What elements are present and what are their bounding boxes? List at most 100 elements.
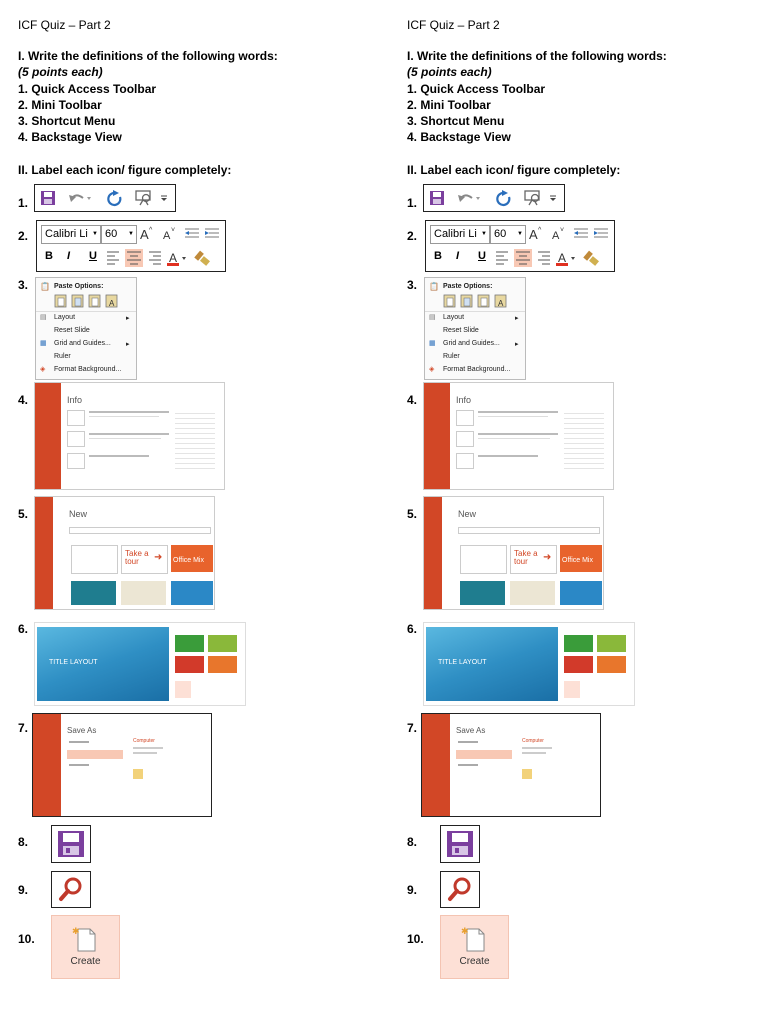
create-mini-icon xyxy=(564,681,580,698)
figure-number: 2. xyxy=(407,229,418,243)
svg-text:A: A xyxy=(109,299,115,308)
align-right-icon xyxy=(149,251,161,265)
figure-number: 2. xyxy=(18,229,29,243)
save-icon-figure xyxy=(440,825,480,863)
svg-text:A: A xyxy=(140,227,149,242)
format-painter-icon xyxy=(194,250,210,266)
backstage-sidebar xyxy=(422,714,450,816)
align-right-icon xyxy=(538,251,550,265)
figure-number: 8. xyxy=(18,835,29,849)
paste-options-label: Paste Options: xyxy=(54,283,104,290)
arrow-circle-icon: ➜ xyxy=(154,552,163,563)
backstage-info-figure: Info xyxy=(34,382,225,490)
shortcut-menu-figure: 📋 Paste Options: A ▤ Layout ▸ Reset Slid… xyxy=(35,277,137,380)
backstage-heading: Save As xyxy=(67,726,97,735)
magnifier-icon xyxy=(448,877,471,901)
font-size-box: 60 ▼ xyxy=(490,225,526,244)
format-painter-icon xyxy=(583,250,599,266)
backstage-heading: New xyxy=(69,509,88,519)
backstage-sidebar xyxy=(424,497,442,609)
chevron-down-icon: ▼ xyxy=(517,231,523,237)
ion-template-tile xyxy=(460,581,505,605)
bold-button: B xyxy=(45,250,53,262)
computer-label: Computer xyxy=(133,738,155,744)
section1-heading: I. Write the definitions of the followin… xyxy=(18,49,278,63)
chevron-right-icon: ▸ xyxy=(515,315,519,322)
zoom-icon-figure xyxy=(440,871,480,908)
mini-toolbar-figure: Calibri Li ▼ 60 ▼ A^ A˅ B I U A xyxy=(425,220,615,272)
svg-text:A: A xyxy=(498,299,504,308)
svg-text:^: ^ xyxy=(149,227,153,234)
inspect-icon xyxy=(67,431,85,447)
paste-option-icon xyxy=(88,294,101,308)
align-left-icon xyxy=(107,251,119,265)
save-icon-figure xyxy=(51,825,91,863)
figure-number: 7. xyxy=(18,721,29,735)
svg-text:A: A xyxy=(558,251,566,265)
font-size-value: 60 xyxy=(494,228,507,240)
figure-number: 9. xyxy=(18,883,29,897)
backstage-sidebar xyxy=(33,714,61,816)
figure-number: 10. xyxy=(18,932,35,946)
font-color-icon: A xyxy=(167,251,186,266)
font-name-value: Calibri Li xyxy=(45,228,88,240)
svg-text:✱: ✱ xyxy=(461,926,469,936)
backstage-heading: Info xyxy=(456,395,472,405)
paste-option-icon: A xyxy=(494,294,507,308)
shrink-font-icon: A˅ xyxy=(552,227,564,242)
section2-heading: II. Label each icon/ figure completely: xyxy=(407,163,621,177)
paste-icon: 📋 xyxy=(429,282,439,291)
backstage-sidebar xyxy=(424,383,450,489)
figure-number: 8. xyxy=(407,835,418,849)
shrink-font-icon: A˅ xyxy=(163,227,175,242)
redo-icon xyxy=(496,190,511,207)
theme-variant-tile xyxy=(564,635,593,652)
new-file-icon: ✱ xyxy=(72,926,96,952)
menu-item-layout: Layout xyxy=(54,314,76,321)
slide-title-text: TITLE LAYOUT xyxy=(49,659,98,666)
theme-variant-tile xyxy=(597,656,626,673)
paste-option-icon xyxy=(443,294,456,308)
quiz-column-right: ICF Quiz – Part 2 I. Write the definitio… xyxy=(389,0,768,1024)
take-tour-label: Take a tour xyxy=(125,549,149,566)
backstage-sidebar xyxy=(35,497,53,609)
figure-number: 1. xyxy=(18,196,29,210)
slide-title-text: TITLE LAYOUT xyxy=(438,659,487,666)
bold-button: B xyxy=(434,250,442,262)
theme-variant-tile xyxy=(597,635,626,652)
align-left-icon xyxy=(496,251,508,265)
take-tour-tile: Take a tour ➜ xyxy=(510,545,557,574)
figure-number: 5. xyxy=(18,507,29,521)
menu-item-grid-guides: Grid and Guides... xyxy=(54,340,111,347)
organic-template-tile xyxy=(510,581,555,605)
backstage-heading: Info xyxy=(67,395,83,405)
chevron-down-icon: ▼ xyxy=(481,231,487,237)
figure-number: 1. xyxy=(407,196,418,210)
create-mini-icon xyxy=(175,681,191,698)
italic-button: I xyxy=(456,250,460,262)
chevron-right-icon: ▸ xyxy=(515,341,519,348)
save-icon xyxy=(58,831,84,857)
theme-variant-tile xyxy=(175,635,204,652)
create-button-figure: ✱ Create xyxy=(51,915,120,979)
decrease-indent-icon xyxy=(574,228,588,238)
protect-icon xyxy=(67,410,85,426)
folder-icon xyxy=(522,769,532,779)
svg-text:✱: ✱ xyxy=(72,926,80,936)
font-color-icon: A xyxy=(556,251,575,266)
menu-item-reset-slide: Reset Slide xyxy=(443,327,479,334)
menu-item-ruler: Ruler xyxy=(54,353,71,360)
customize-dropdown-icon xyxy=(161,195,167,201)
italic-button: I xyxy=(67,250,71,262)
folder-icon xyxy=(133,769,143,779)
grid-icon: ▦ xyxy=(429,340,436,347)
computer-place-item xyxy=(456,750,512,759)
menu-item-ruler: Ruler xyxy=(443,353,460,360)
office-mix-tile: Office Mix xyxy=(560,545,602,572)
svg-text:˅: ˅ xyxy=(560,227,564,234)
chevron-down-icon: ▼ xyxy=(92,231,98,237)
backstage-heading: New xyxy=(458,509,477,519)
figure-number: 3. xyxy=(18,278,29,292)
term-item: 2. Mini Toolbar xyxy=(407,98,491,112)
paste-icon: 📋 xyxy=(40,282,50,291)
